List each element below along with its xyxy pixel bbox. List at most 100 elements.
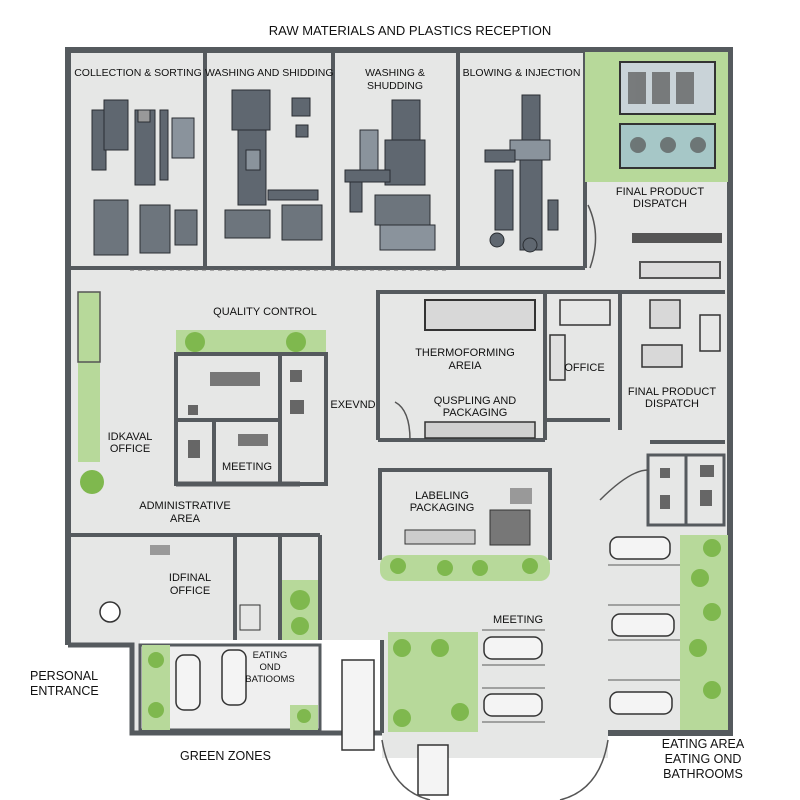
label-idaval-office-1: IDKAVAL [107, 431, 153, 443]
tree [431, 639, 449, 657]
machine-cluster-washing-1 [224, 89, 323, 241]
label-office: OFFICE [564, 362, 605, 374]
label-personal-entrance-2: ENTRANCE [30, 684, 99, 698]
tree [390, 558, 406, 574]
container-detail [628, 72, 706, 153]
office-desk-2 [150, 545, 170, 555]
tree [472, 560, 488, 576]
label-eating-small-1: EATING [252, 650, 288, 661]
label-administrative-1: ADMINISTRATIVE [139, 500, 231, 512]
car [175, 654, 201, 711]
label-blowing-injection: BLOWING & INJECTION [462, 67, 581, 79]
label-conveyor [404, 529, 476, 545]
admin-walls [70, 533, 322, 640]
door-arc [394, 401, 411, 441]
machine-cluster-blowing [484, 94, 559, 253]
truck [417, 744, 449, 796]
tree [437, 560, 453, 576]
quality-walls [174, 352, 328, 487]
tree [703, 539, 721, 557]
office-table [99, 601, 121, 623]
dispatch-door [587, 204, 597, 269]
qc-machine [210, 372, 260, 386]
label-administrative-2: AREA [170, 513, 200, 525]
car [609, 536, 671, 560]
label-eating-area-2: EATING OND [664, 752, 742, 766]
green-zone-right [680, 535, 728, 730]
dispatch-sink [699, 314, 721, 352]
green-strip-left [78, 292, 100, 462]
machine-cluster-washing-2 [344, 99, 436, 251]
outer-wall [65, 47, 733, 736]
tree [297, 709, 311, 723]
label-green-zones: GREEN ZONES [180, 749, 271, 763]
label-final-dispatch-mid-1: FINAL PRODUCT [627, 386, 717, 398]
label-washing-shudding-2: SHUDDING [366, 80, 423, 92]
label-eating-area-1: EATING AREA [661, 737, 745, 751]
meeting-table [238, 434, 268, 446]
label-personal-entrance-1: PERSONAL [30, 669, 99, 683]
label-idfinal-office-2: OFFICE [169, 585, 211, 597]
label-quspling-2: PACKAGING [442, 407, 508, 419]
label-collection-sorting: COLLECTION & SORTING [74, 67, 202, 79]
label-final-dispatch-mid-2: DISPATCH [645, 398, 699, 410]
car [609, 691, 673, 715]
bathroom-fixtures [660, 465, 714, 509]
car [611, 613, 675, 637]
tree [80, 470, 104, 494]
tree [451, 703, 469, 721]
label-quality-control: QUALITY CONTROL [213, 306, 317, 318]
truck [341, 659, 375, 751]
label-labeling-1: LABELING [415, 490, 469, 502]
road-curve [559, 739, 609, 800]
label-quspling-1: QUSPLING AND [433, 395, 517, 407]
left-room-box [77, 291, 101, 363]
thermoforming-walls [376, 290, 725, 444]
label-labeling-2: PACKAGING [409, 502, 475, 514]
label-machine [489, 509, 531, 546]
tree [290, 590, 310, 610]
tree [703, 603, 721, 621]
bathroom-walls [646, 453, 726, 527]
green-zone-labeling [380, 555, 550, 581]
car [221, 649, 247, 706]
label-eating-small-3: BATIOOMS [245, 674, 295, 685]
thermo-machine [424, 299, 536, 331]
road-curve [381, 739, 431, 800]
tree [393, 709, 411, 727]
dispatch-block [639, 261, 721, 279]
label-thermoforming-2: AREIA [448, 360, 482, 372]
car [483, 636, 543, 660]
tree [703, 681, 721, 699]
label-eating-area-3: BATHROOMS [663, 767, 743, 781]
qc-fixtures [188, 370, 304, 458]
label-eating-small-2: OND [259, 662, 281, 673]
label-final-dispatch-top-2: DISPATCH [633, 198, 687, 210]
label-meeting-park: MEETING [492, 614, 544, 626]
dispatch-desk [649, 299, 681, 329]
dispatch-desk-2 [641, 344, 683, 368]
label-washing-shudding-1: WASHING & [365, 67, 425, 79]
pack-conveyor [424, 421, 536, 439]
tree [689, 639, 707, 657]
label-meeting-inner: MEETING [221, 461, 273, 473]
labeling-walls [378, 468, 552, 560]
office-cabinet [239, 604, 261, 631]
label-idaval-office-2: OFFICE [109, 443, 151, 455]
office-desk [549, 334, 566, 381]
office-shelf [559, 299, 611, 326]
machine-cluster-collection [91, 99, 198, 256]
tree [148, 702, 164, 718]
parking-lines-right [608, 564, 680, 681]
door-arc [599, 469, 649, 501]
label-final-dispatch-top-1: FINAL PRODUCT [615, 186, 705, 198]
tree [522, 558, 538, 574]
tree [291, 617, 309, 635]
tree [393, 639, 411, 657]
tree [286, 332, 306, 352]
label-washing-shidding: WASHING AND SHIDDING [205, 67, 334, 79]
car [483, 693, 543, 717]
label-box [510, 488, 532, 504]
label-exevnd: EXEVND [330, 399, 376, 411]
